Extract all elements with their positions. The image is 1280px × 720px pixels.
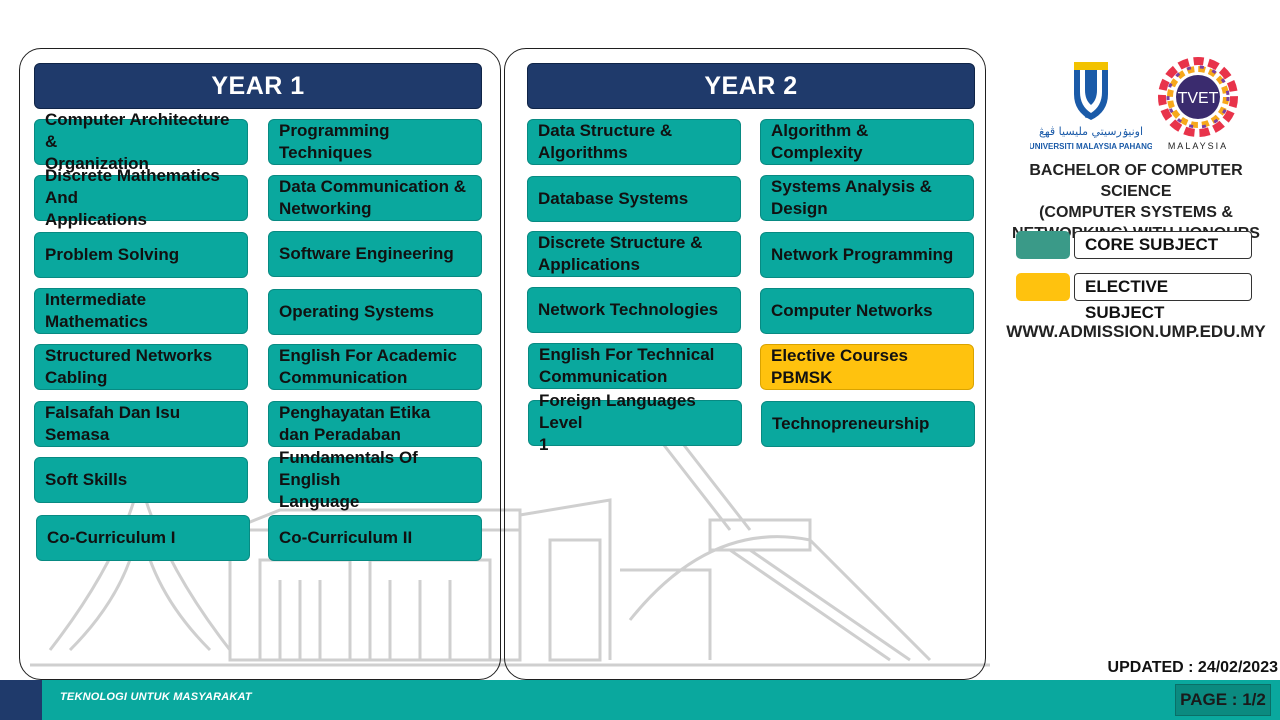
legend-elective-swatch: [1016, 273, 1070, 301]
course-data-communication: Data Communication &Networking: [268, 175, 482, 221]
course-operating-systems: Operating Systems: [268, 289, 482, 335]
legend-core-swatch: [1016, 231, 1070, 259]
course-data-structure: Data Structure &Algorithms: [527, 119, 741, 165]
footer-accent: [0, 680, 42, 720]
tvet-country: MALAYSIA: [1168, 141, 1228, 151]
legend-core-label: CORE SUBJECT: [1074, 231, 1252, 259]
ump-badge-text: UMP: [1084, 114, 1097, 120]
course-technopreneurship: Technopreneurship: [761, 401, 975, 447]
year2-header: YEAR 2: [527, 63, 975, 109]
course-database-systems: Database Systems: [527, 176, 741, 222]
legend-elective-label: ELECTIVE SUBJECT: [1074, 273, 1252, 322]
course-network-technologies: Network Technologies: [527, 287, 741, 333]
course-algorithm-complexity: Algorithm & Complexity: [760, 119, 974, 165]
year1-panel: YEAR 1 Computer Architecture &Organizati…: [19, 48, 501, 680]
course-computer-architecture: Computer Architecture &Organization: [34, 110, 248, 173]
course-problem-solving: Problem Solving: [34, 232, 248, 278]
tvet-logo: TVET MALAYSIA: [1155, 55, 1241, 151]
ump-name: UNIVERSITI MALAYSIA PAHANG: [1030, 142, 1152, 151]
course-programming-techniques: Programming Techniques: [268, 119, 482, 165]
footer-bar: [0, 680, 1280, 720]
course-computer-networks: Computer Networks: [760, 288, 974, 334]
program-title: BACHELOR OF COMPUTER SCIENCE (COMPUTER S…: [1012, 162, 1260, 242]
tvet-wordmark: TVET: [1178, 90, 1219, 107]
course-co-curriculum-2: Co-Curriculum II: [268, 515, 482, 561]
footer-motto: TEKNOLOGI UNTUK MASYARAKAT: [60, 691, 252, 703]
updated-date: UPDATED : 24/02/2023: [1107, 659, 1278, 676]
course-intermediate-mathematics: Intermediate Mathematics: [34, 288, 248, 334]
year1-header: YEAR 1: [34, 63, 482, 109]
year2-panel: YEAR 2 Data Structure &Algorithms Algori…: [504, 48, 986, 680]
course-elective-pbmsk: Elective Courses PBMSK: [760, 344, 974, 390]
course-network-programming: Network Programming: [760, 232, 974, 278]
page-indicator: PAGE : 1/2: [1175, 684, 1271, 716]
course-soft-skills: Soft Skills: [34, 457, 248, 503]
ump-arabic-name: اونيۏرسيتي مليسيا ڤهڠ: [1039, 125, 1143, 138]
course-co-curriculum-1: Co-Curriculum I: [36, 515, 250, 561]
course-falsafah: Falsafah Dan Isu Semasa: [34, 401, 248, 447]
course-software-engineering: Software Engineering: [268, 231, 482, 277]
website-url: WWW.ADMISSION.UMP.EDU.MY: [1006, 322, 1266, 341]
course-discrete-structure: Discrete Structure &Applications: [527, 231, 741, 277]
course-systems-analysis: Systems Analysis &Design: [760, 175, 974, 221]
ump-logo: UMP اونيۏرسيتي مليسيا ڤهڠ UNIVERSITI MAL…: [1029, 58, 1153, 154]
